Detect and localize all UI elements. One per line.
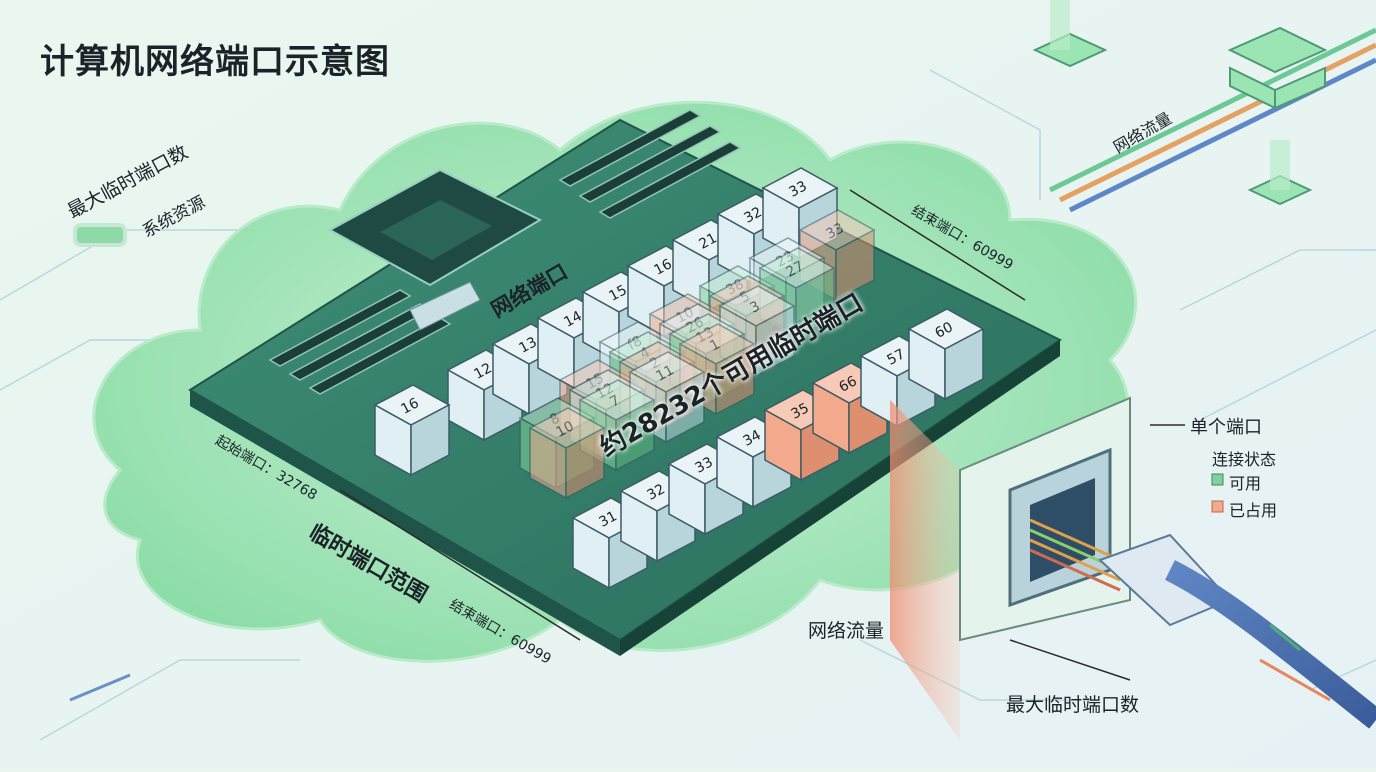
network-cable [1165, 560, 1376, 729]
page-title: 计算机网络端口示意图 [40, 42, 390, 82]
port-number: 12 [471, 360, 494, 382]
port-number: 13 [516, 334, 539, 356]
port-number: 31 [596, 508, 619, 530]
port-number: 27 [783, 258, 806, 280]
port-number: 14 [561, 308, 584, 331]
port-number: 33 [692, 454, 715, 476]
port-number: 33 [786, 178, 809, 200]
network-traffic-top [1032, 0, 1376, 213]
legend-available-label: 可用 [1229, 474, 1262, 493]
port-number: 15 [606, 282, 629, 304]
port-front-34: 34 [715, 416, 793, 509]
port-number: 16 [398, 395, 421, 418]
legend-occupied-label: 已占用 [1229, 501, 1278, 520]
chip-component [409, 281, 481, 331]
legend-available-swatch [1211, 473, 1224, 486]
legend-single-port: 单个端口 [1190, 417, 1262, 438]
port-number: 35 [788, 400, 811, 422]
port-number: 57 [884, 346, 907, 368]
magnify-beam [890, 400, 960, 740]
port-number: 21 [696, 230, 719, 252]
port-number: 11 [653, 362, 676, 384]
system-resource-icon [73, 223, 127, 247]
port-number: 32 [644, 481, 667, 503]
port-left-end: 16 [373, 384, 451, 477]
traffic-arrows-bottom [69, 623, 1331, 702]
port-number: 60 [932, 319, 955, 341]
network-traffic-bottom-label: 网络流量 [808, 620, 885, 642]
max-ephemeral-bottom-label: 最大临时端口数 [1006, 694, 1140, 716]
cpu-die [380, 200, 492, 260]
ports-layer: 121314151621323333233810f827526415313212… [373, 167, 985, 590]
port-inner-10: 10 [528, 407, 606, 500]
port-number: 32 [741, 204, 764, 226]
port-front-35: 35 [763, 389, 841, 482]
legend-occupied-swatch [1211, 500, 1224, 513]
ram-slots [268, 109, 742, 395]
legend-connection-status: 连接状态 [1212, 450, 1277, 469]
range-brackets [339, 189, 1185, 681]
port-number: 33 [823, 220, 846, 242]
port-number: 34 [740, 427, 763, 450]
board-edge [190, 390, 620, 656]
port-number: 10 [553, 418, 576, 440]
board-edge-right [620, 340, 1060, 656]
port-number: 16 [651, 256, 674, 279]
port-number: 66 [836, 373, 859, 396]
port-front-60: 60 [907, 308, 985, 401]
